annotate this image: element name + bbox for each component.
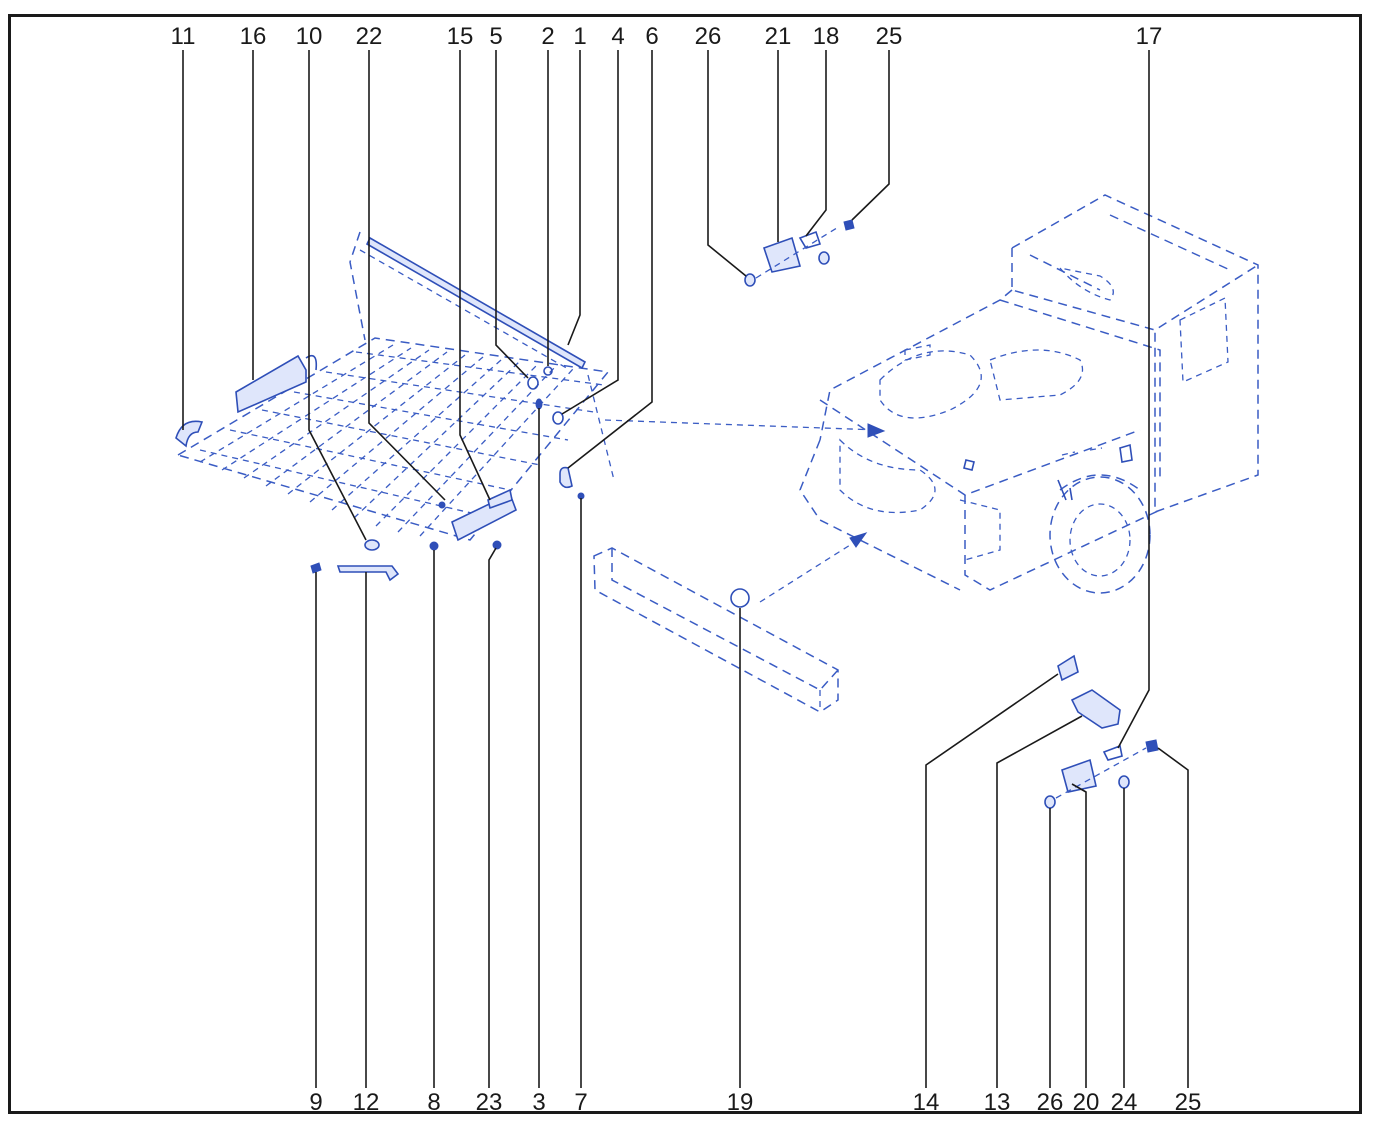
callout-13: 13 <box>984 1089 1011 1116</box>
callout-17: 17 <box>1136 23 1163 50</box>
callout-22: 22 <box>356 23 383 50</box>
callout-4: 4 <box>611 23 624 50</box>
callout-14: 14 <box>913 1089 940 1116</box>
callout-labels-top: 11 16 10 22 15 5 2 1 4 6 26 21 18 25 17 <box>171 23 1163 50</box>
parts <box>175 219 1159 809</box>
callout-16: 16 <box>240 23 267 50</box>
callout-5: 5 <box>489 23 502 50</box>
callout-11: 11 <box>171 23 196 50</box>
callout-25-top: 25 <box>876 23 903 50</box>
callout-12: 12 <box>353 1089 380 1116</box>
assembly-arrows <box>587 374 886 603</box>
callout-3: 3 <box>532 1089 545 1116</box>
callout-8: 8 <box>427 1089 440 1116</box>
leader-lines <box>182 50 1189 1088</box>
callout-25-bottom: 25 <box>1175 1089 1202 1116</box>
callout-2: 2 <box>541 23 554 50</box>
callout-10: 10 <box>296 23 323 50</box>
callout-18: 18 <box>813 23 840 50</box>
callout-7: 7 <box>574 1089 587 1116</box>
callout-21: 21 <box>765 23 792 50</box>
diagram-frame <box>8 14 1362 1114</box>
callout-20: 20 <box>1073 1089 1100 1116</box>
bed-panel <box>176 231 610 541</box>
callout-1: 1 <box>573 23 586 50</box>
vehicle-outline <box>799 194 1259 594</box>
callout-19: 19 <box>727 1089 754 1116</box>
callout-24: 24 <box>1111 1089 1138 1116</box>
callout-6: 6 <box>645 23 658 50</box>
callout-labels-bottom: 9 12 8 23 3 7 19 14 13 26 20 24 25 <box>309 1089 1201 1116</box>
callout-15: 15 <box>447 23 474 50</box>
frame-rail <box>593 547 839 713</box>
callout-23: 23 <box>476 1089 503 1116</box>
callout-26-top: 26 <box>695 23 722 50</box>
callout-26-bottom: 26 <box>1037 1089 1064 1116</box>
callout-9: 9 <box>309 1089 322 1116</box>
